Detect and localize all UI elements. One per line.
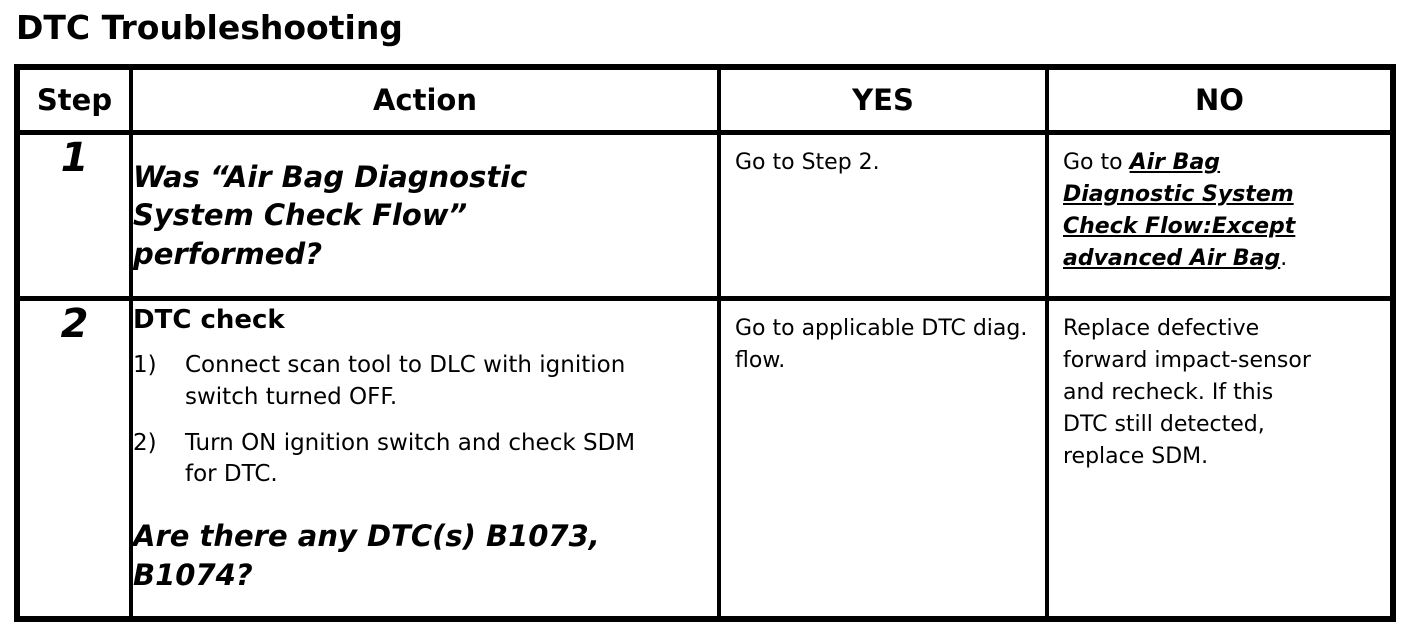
table-row-step-1: 1 Was “Air Bag Diagnostic System Check F…	[15, 130, 1395, 302]
no-cell-step-1: Go to Air Bag Diagnostic System Check Fl…	[1045, 130, 1395, 302]
step-number: 2	[60, 301, 89, 348]
page-title: DTC Troubleshooting	[16, 8, 403, 47]
table-row-step-2: 2 DTC check 1) Connect scan tool to DLC …	[15, 296, 1395, 621]
action-step-list: 1) Connect scan tool to DLC with ignitio…	[133, 350, 717, 491]
header-step: Step	[15, 64, 133, 136]
step-number: 1	[60, 135, 89, 182]
list-item-number: 2)	[133, 429, 157, 456]
action-cell-step-1: Was “Air Bag Diagnostic System Check Flo…	[129, 130, 721, 302]
header-action: Action	[129, 64, 721, 136]
yes-instruction: Go to applicable DTC diag. flow.	[735, 316, 1028, 373]
list-item-text: Turn ON ignition switch and check SDM fo…	[185, 429, 636, 488]
step-number-cell: 2	[15, 296, 133, 621]
list-item-number: 1)	[133, 352, 157, 379]
yes-instruction: Go to Step 2.	[735, 150, 880, 176]
header-yes: YES	[717, 64, 1049, 136]
no-instruction-suffix: .	[1280, 245, 1288, 271]
air-bag-diagnostic-system-check-flow-link[interactable]: Air Bag Diagnostic System Check Flow:Exc…	[1063, 150, 1296, 271]
no-instruction-prefix: Go to	[1063, 150, 1130, 176]
list-item: 2) Turn ON ignition switch and check SDM…	[133, 428, 717, 491]
no-instruction: Go to Air Bag Diagnostic System Check Fl…	[1049, 135, 1345, 275]
action-question: Was “Air Bag Diagnostic System Check Flo…	[133, 159, 528, 271]
action-cell-step-2: DTC check 1) Connect scan tool to DLC wi…	[129, 296, 721, 621]
list-item-text: Connect scan tool to DLC with ignition s…	[185, 352, 626, 411]
header-no: NO	[1045, 64, 1395, 136]
action-title: DTC check	[133, 305, 285, 336]
no-cell-step-2: Replace defective forward impact-sensor …	[1045, 296, 1395, 621]
yes-cell-step-1: Go to Step 2.	[717, 130, 1049, 302]
step-number-cell: 1	[15, 130, 133, 302]
list-item: 1) Connect scan tool to DLC with ignitio…	[133, 350, 717, 413]
table-header-row: Step Action YES NO	[15, 64, 1395, 136]
yes-cell-step-2: Go to applicable DTC diag. flow.	[717, 296, 1049, 621]
troubleshooting-table: Step Action YES NO 1 Was “Air Bag Diagno…	[14, 63, 1396, 622]
no-instruction: Replace defective forward impact-sensor …	[1063, 316, 1311, 469]
action-question: Are there any DTC(s) B1073, B1074?	[133, 519, 600, 592]
